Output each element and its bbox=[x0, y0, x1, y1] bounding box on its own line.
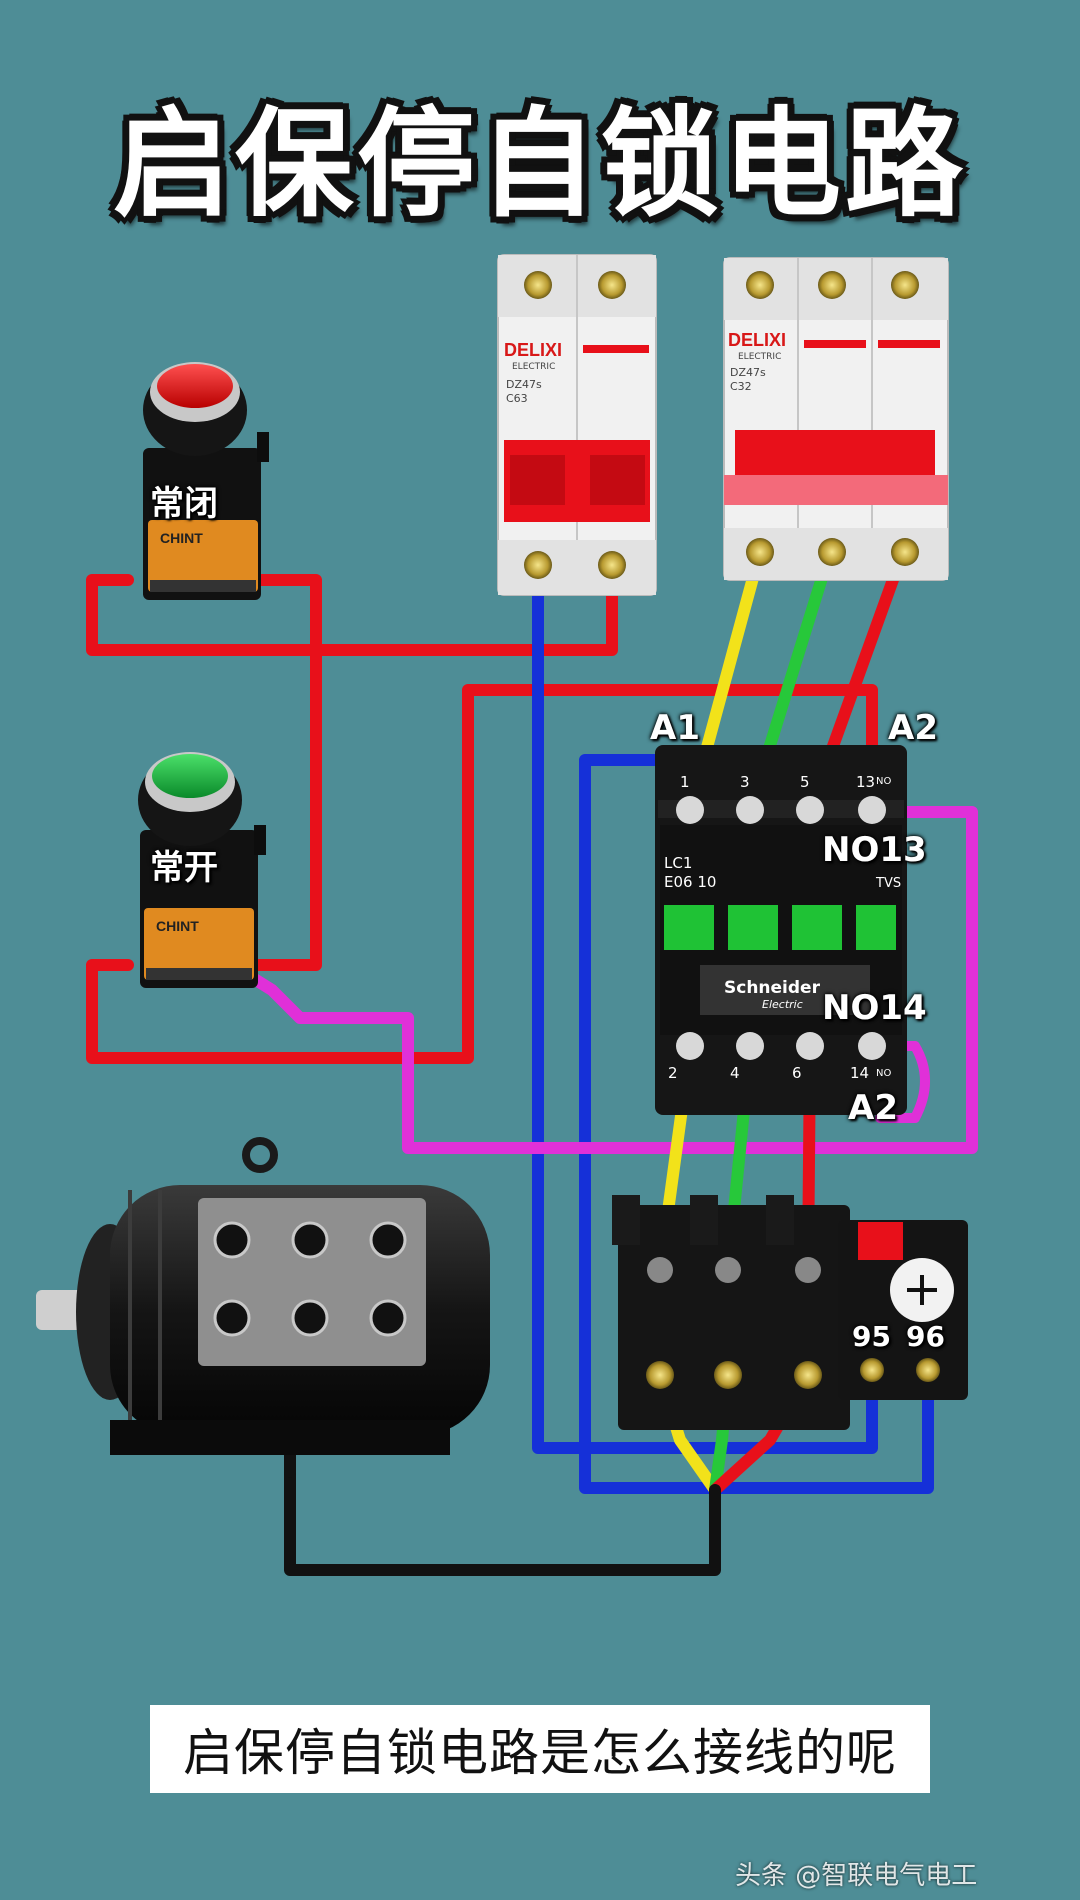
wire-blue-main bbox=[532, 569, 878, 1454]
wire-red-start-loop bbox=[86, 684, 878, 1064]
breaker-2p-sub: ELECTRIC bbox=[512, 362, 556, 372]
contactor-terminal-1: 1 bbox=[680, 773, 690, 791]
contactor-terminal-13: 13 bbox=[856, 773, 876, 791]
contactor-terminal-2: 2 bbox=[668, 1064, 678, 1082]
contactor-terminal-5: 5 bbox=[800, 773, 810, 791]
start-button-brand: CHINT bbox=[156, 918, 199, 934]
label-a2-top: A2 bbox=[888, 708, 938, 748]
stop-button-device bbox=[143, 362, 269, 600]
breaker-2p-device bbox=[497, 254, 657, 596]
stop-button-brand: CHINT bbox=[160, 530, 203, 546]
thermal-relay-device bbox=[612, 1195, 968, 1430]
start-button-cap bbox=[152, 754, 228, 798]
start-button-device bbox=[138, 752, 266, 988]
contactor-terminal-3: 3 bbox=[740, 773, 750, 791]
breaker-3p-model: DZ47s bbox=[730, 366, 766, 379]
wire-red-stop-loop bbox=[86, 569, 618, 656]
start-button-label: 常开 bbox=[150, 848, 218, 888]
contactor-no-mark-bottom: NO bbox=[876, 1068, 892, 1079]
breaker-3p-device bbox=[723, 257, 949, 581]
stop-button-cap bbox=[157, 364, 233, 408]
stop-button-label: 常闭 bbox=[150, 484, 218, 524]
wire-black-bundle bbox=[284, 1464, 721, 1576]
breaker-2p-rating: C63 bbox=[506, 392, 528, 405]
contactor-model-2: E06 10 bbox=[664, 873, 717, 891]
page-title: 启保停自锁电路 bbox=[112, 95, 967, 233]
caption-text: 启保停自锁电路是怎么接线的呢 bbox=[183, 1724, 897, 1782]
label-no14: NO14 bbox=[822, 988, 927, 1028]
contactor-no-mark-top: NO bbox=[876, 776, 892, 787]
label-a1: A1 bbox=[650, 708, 700, 748]
wire-red-stop-to-start bbox=[244, 574, 322, 971]
contactor-brand-sub: Electric bbox=[762, 998, 803, 1011]
breaker-3p-rating: C32 bbox=[730, 380, 752, 393]
contactor-terminal-14: 14 bbox=[850, 1064, 870, 1082]
contactor-device bbox=[655, 745, 907, 1115]
caption-box: 启保停自锁电路是怎么接线的呢 bbox=[150, 1705, 930, 1793]
label-no13: NO13 bbox=[822, 830, 927, 870]
contactor-brand: Schneider bbox=[724, 978, 820, 998]
breaker-2p-model: DZ47s bbox=[506, 378, 542, 391]
contactor-terminal-4: 4 bbox=[730, 1064, 740, 1082]
contactor-terminal-6: 6 bbox=[792, 1064, 802, 1082]
label-a2-bottom: A2 bbox=[848, 1088, 898, 1128]
watermark: 头条 @智联电气电工 bbox=[735, 1861, 978, 1891]
motor-device bbox=[36, 1137, 490, 1455]
contactor-model-1: LC1 bbox=[664, 854, 693, 872]
label-95: 95 bbox=[852, 1320, 891, 1353]
breaker-3p-sub: ELECTRIC bbox=[738, 352, 782, 362]
wire-magenta-loop bbox=[867, 1041, 930, 1123]
label-96: 96 bbox=[906, 1320, 945, 1353]
wire-magenta bbox=[242, 806, 978, 1154]
contactor-tvs: TVS bbox=[876, 876, 902, 891]
wire-blue-a1 bbox=[579, 754, 934, 1494]
breaker-3p-brand: DELIXI bbox=[728, 330, 787, 350]
breaker-2p-brand: DELIXI bbox=[504, 340, 563, 360]
